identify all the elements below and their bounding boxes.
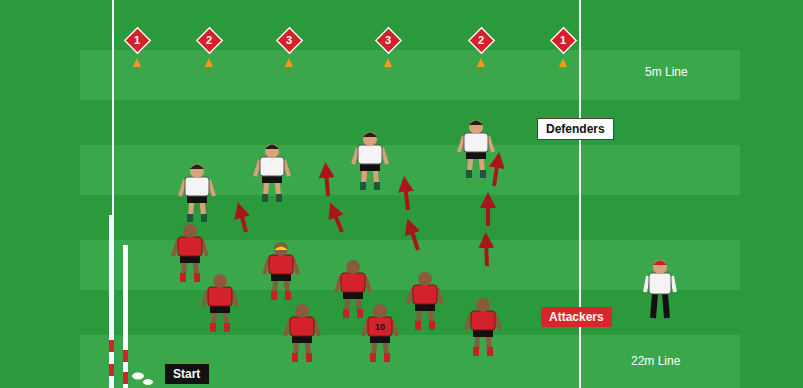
team-label-box: Attackers bbox=[541, 307, 612, 327]
box-label: Start bbox=[173, 367, 201, 381]
line-label: 22m Line bbox=[631, 354, 680, 368]
cone-number: 1 bbox=[560, 34, 566, 46]
attacker-player bbox=[173, 224, 207, 282]
box-label: Attackers bbox=[549, 310, 604, 324]
diamond-shape bbox=[124, 27, 149, 52]
ball bbox=[132, 373, 153, 386]
shirt-number: 10 bbox=[375, 322, 385, 332]
run-arrow bbox=[333, 210, 342, 232]
diamond-shape bbox=[550, 27, 575, 52]
cone bbox=[559, 58, 567, 67]
defender-player bbox=[459, 120, 493, 178]
cone-number-diamond: 2 bbox=[468, 27, 495, 54]
attacker-player bbox=[264, 242, 298, 300]
cone-number-diamond: 3 bbox=[375, 27, 402, 54]
cone bbox=[384, 58, 392, 67]
box-label: Defenders bbox=[546, 122, 605, 136]
defender-player bbox=[180, 164, 214, 222]
run-arrow bbox=[486, 240, 487, 266]
run-arrow bbox=[486, 200, 490, 226]
defender-player bbox=[353, 132, 387, 190]
cone-number-diamond: 3 bbox=[276, 27, 303, 54]
cone bbox=[133, 58, 141, 67]
pitch-line bbox=[579, 0, 581, 388]
grass-band bbox=[80, 145, 740, 195]
diamond-shape bbox=[276, 27, 301, 52]
attacker-player bbox=[203, 274, 237, 332]
post-pad bbox=[109, 340, 114, 352]
post bbox=[109, 215, 114, 388]
post-pad bbox=[109, 364, 114, 376]
post-pad bbox=[123, 350, 128, 362]
attacker-player bbox=[466, 298, 500, 356]
attacker-player bbox=[285, 304, 319, 362]
start-box: Start bbox=[165, 364, 209, 384]
cone-number: 1 bbox=[134, 34, 140, 46]
cone-number-diamond: 1 bbox=[550, 27, 577, 54]
diamond-shape bbox=[375, 27, 400, 52]
attackers-group bbox=[173, 224, 500, 362]
run-arrow bbox=[410, 226, 418, 250]
goal-post bbox=[109, 215, 128, 388]
run-arrow bbox=[326, 170, 328, 196]
attacker-player bbox=[363, 304, 397, 362]
post-pad bbox=[123, 372, 128, 384]
line-label: 5m Line bbox=[645, 65, 688, 79]
cone-number: 3 bbox=[385, 34, 391, 46]
ball bbox=[132, 373, 144, 380]
attacker-player bbox=[408, 272, 442, 330]
defenders-group bbox=[180, 120, 493, 222]
run-arrow bbox=[240, 210, 246, 232]
cones bbox=[133, 58, 567, 67]
run-arrow bbox=[494, 160, 498, 186]
run-arrow bbox=[405, 184, 408, 210]
team-label-box: Defenders bbox=[537, 118, 614, 140]
cone bbox=[205, 58, 213, 67]
cone-number-diamond: 1 bbox=[124, 27, 151, 54]
referee bbox=[645, 260, 675, 318]
cone bbox=[477, 58, 485, 67]
cone-number: 2 bbox=[206, 34, 212, 46]
diamond-shape bbox=[468, 27, 493, 52]
cone bbox=[285, 58, 293, 67]
grass-band bbox=[80, 335, 740, 388]
attacker-player bbox=[336, 260, 370, 318]
grass-band bbox=[80, 50, 740, 100]
ball bbox=[143, 379, 153, 385]
diamond-shape bbox=[196, 27, 221, 52]
cone-number-diamond: 2 bbox=[196, 27, 223, 54]
defender-player bbox=[255, 144, 289, 202]
scrum-cap bbox=[274, 247, 288, 251]
post bbox=[123, 245, 128, 388]
cone-number: 3 bbox=[286, 34, 292, 46]
cone-number: 2 bbox=[478, 34, 484, 46]
